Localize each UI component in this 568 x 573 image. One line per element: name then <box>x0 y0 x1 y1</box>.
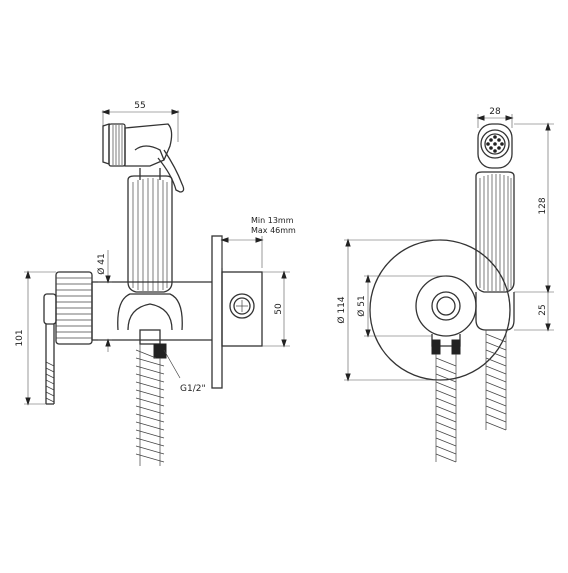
dim-width-28: 28 <box>476 107 514 128</box>
dim-box-height-50: 50 <box>262 270 290 348</box>
wall-max-label: Max 46mm <box>251 226 296 235</box>
dim-diameter-41: Ø 41 <box>96 250 112 352</box>
hose-connector: G1/2" <box>153 343 206 394</box>
handset-head <box>102 123 185 193</box>
box-height-50-label: 50 <box>274 303 284 315</box>
dim-width-55: 55 <box>101 101 180 142</box>
dim-wall-thickness: Min 13mm Max 46mm <box>220 216 296 268</box>
front-holder <box>475 292 515 331</box>
diameter-114-label: Ø 114 <box>336 296 347 323</box>
front-hose-left <box>435 354 457 463</box>
side-view: 55 <box>15 101 296 466</box>
valve-knob <box>43 271 93 405</box>
width-label: 55 <box>134 101 145 111</box>
offset-25-label: 25 <box>538 304 548 315</box>
dim-height-101: 101 <box>15 270 56 406</box>
front-view: 28 <box>336 107 554 463</box>
side-hose <box>135 344 165 466</box>
dim-diameter-51: Ø 51 <box>356 274 446 338</box>
dim-diameter-114: Ø 114 <box>336 238 440 382</box>
width-28-label: 28 <box>489 107 501 117</box>
wall-min-label: Min 13mm <box>251 216 294 225</box>
diameter-51-label: Ø 51 <box>356 295 367 316</box>
wall-plate <box>211 235 263 389</box>
front-hose-right <box>485 330 507 431</box>
dim-height-128: 128 <box>514 122 554 294</box>
thread-label: G1/2" <box>180 384 206 394</box>
height-128-label: 128 <box>538 197 548 214</box>
front-handle <box>475 171 515 293</box>
handset-holder <box>117 293 183 345</box>
dim-offset-25: 25 <box>514 292 554 332</box>
spray-nozzles <box>486 135 504 153</box>
handset-handle <box>127 168 173 293</box>
front-head <box>477 123 513 169</box>
height-101-label: 101 <box>15 329 25 346</box>
valve-body <box>91 281 212 341</box>
diameter-41-label: Ø 41 <box>96 253 107 274</box>
